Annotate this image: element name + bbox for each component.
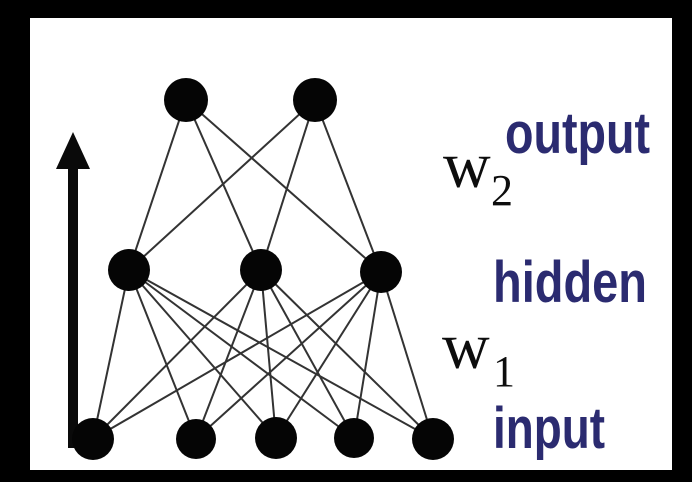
edge-line <box>128 269 197 440</box>
edge-line <box>260 269 434 440</box>
edge-line <box>260 99 316 271</box>
output-layer-label: output <box>505 101 650 166</box>
hidden-node <box>360 251 402 293</box>
edge-line <box>195 271 382 440</box>
output-layer <box>164 78 337 122</box>
edge-line <box>353 271 382 439</box>
edge-line <box>128 99 316 271</box>
edge-line <box>195 269 262 440</box>
edges-hidden-input <box>92 269 434 440</box>
edge-line <box>92 271 382 440</box>
edge-line <box>185 99 382 273</box>
up-arrow-head <box>56 132 90 169</box>
up-arrow-icon <box>56 132 90 448</box>
w2-subscript: 2 <box>491 166 513 215</box>
edge-line <box>260 269 277 439</box>
input-layer-label: input <box>493 396 605 461</box>
hidden-layer-label: hidden <box>493 250 647 315</box>
edge-line <box>128 269 434 440</box>
edges-output-hidden <box>128 99 382 273</box>
edge-line <box>314 99 382 273</box>
w2-base: w <box>443 129 491 202</box>
edge-line <box>128 99 187 271</box>
input-layer <box>72 417 454 460</box>
input-node <box>334 418 374 458</box>
output-node <box>293 78 337 122</box>
w1-base: w <box>442 310 490 383</box>
edge-line <box>275 271 382 439</box>
output-node <box>164 78 208 122</box>
input-node <box>412 418 454 460</box>
w1-subscript: 1 <box>493 347 515 396</box>
edge-line <box>260 269 355 439</box>
hidden-node <box>108 249 150 291</box>
input-node <box>72 418 114 460</box>
input-node <box>176 419 216 459</box>
weight-label-w2: w 2 <box>443 129 513 215</box>
input-node <box>255 417 297 459</box>
edge-line <box>185 99 262 271</box>
edge-line <box>380 271 434 440</box>
hidden-node <box>240 249 282 291</box>
edge-line <box>92 269 262 440</box>
edge-line <box>92 269 130 440</box>
hidden-layer <box>108 249 402 293</box>
weight-label-w1: w 1 <box>442 310 515 396</box>
edge-line <box>128 269 277 439</box>
